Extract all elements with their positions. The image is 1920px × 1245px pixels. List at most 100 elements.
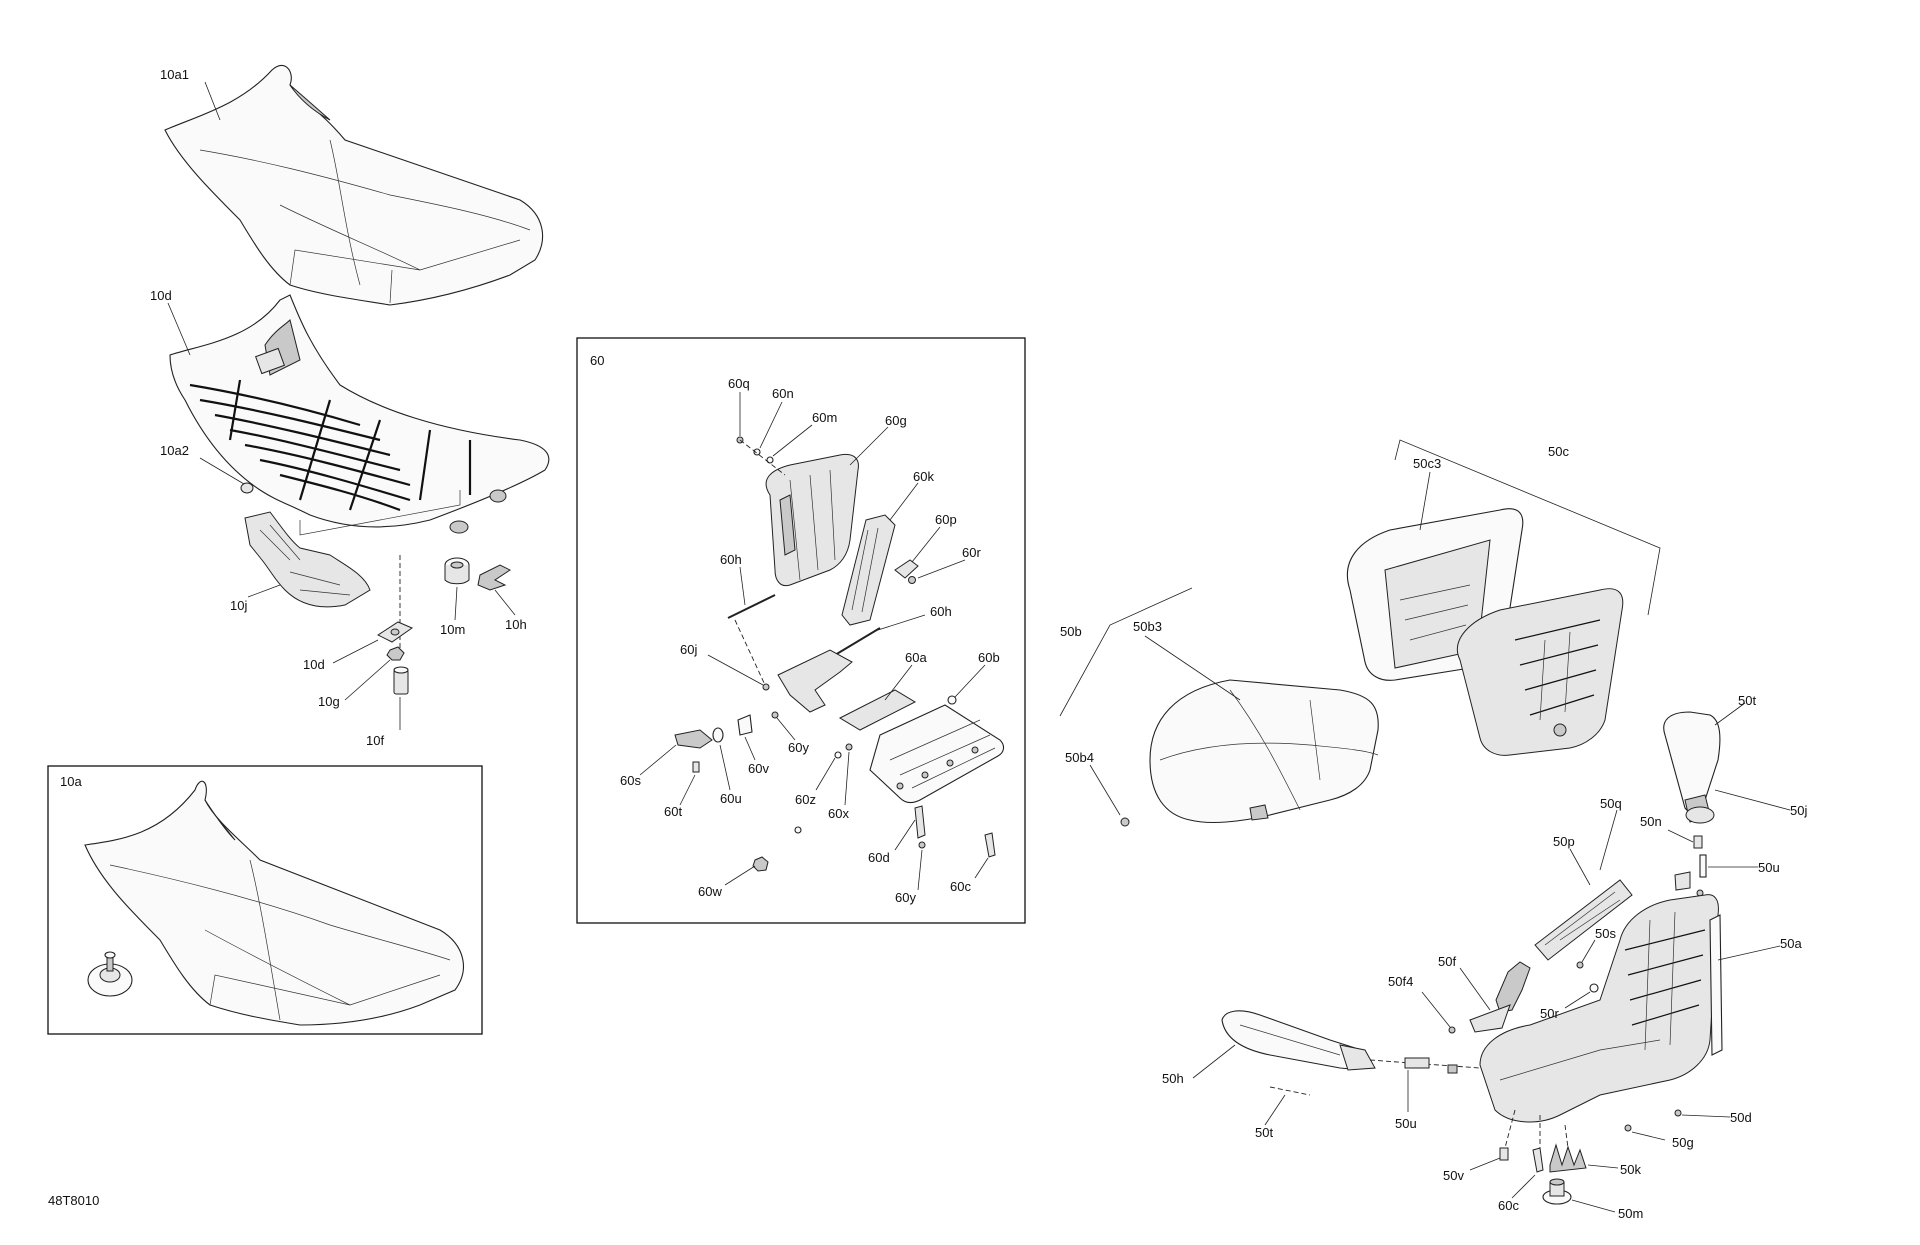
label-50h: 50h	[1162, 1071, 1184, 1086]
screw-60c	[984, 832, 996, 858]
label-60y-upper: 60y	[788, 740, 809, 755]
label-50b3: 50b3	[1133, 619, 1162, 634]
washer-60n	[753, 448, 761, 456]
label-60u: 60u	[720, 791, 742, 806]
handle-50t	[1663, 711, 1721, 824]
box-60-title: 60	[590, 353, 604, 368]
clip-60p	[894, 559, 919, 579]
screw-50d	[1674, 1109, 1682, 1117]
washer-60u	[712, 727, 724, 743]
seat-cover-10a1	[164, 64, 543, 306]
bracket-upper	[777, 649, 853, 713]
washer-60m	[766, 456, 774, 464]
box-10a	[47, 765, 483, 1035]
label-50f: 50f	[1438, 954, 1456, 969]
nut-60r	[908, 576, 916, 584]
label-10g: 10g	[318, 694, 340, 709]
label-50n: 50n	[1640, 814, 1662, 829]
rod-60h-lower	[834, 627, 881, 656]
label-60w: 60w	[698, 884, 722, 899]
label-10d-bottom: 10d	[303, 657, 325, 672]
screw-50s	[1576, 961, 1584, 969]
knob-10a	[87, 951, 133, 997]
seat-base-10d	[169, 294, 550, 536]
nut-60w	[752, 856, 769, 872]
screw-50g	[1624, 1124, 1632, 1132]
nut-60y-upper	[771, 711, 779, 719]
label-50b: 50b	[1060, 624, 1082, 639]
bumper-50m	[1542, 1178, 1572, 1205]
seat-assembly-10a	[84, 780, 464, 1026]
label-60j: 60j	[680, 642, 697, 657]
label-60g: 60g	[885, 413, 907, 428]
bumper-10m	[444, 557, 470, 585]
label-10j: 10j	[230, 598, 247, 613]
label-60n: 60n	[772, 386, 794, 401]
bumper-set-50k	[1549, 1143, 1587, 1173]
label-50v: 50v	[1443, 1168, 1464, 1183]
spacer-50u	[1699, 854, 1707, 878]
backrest-frame-50c	[1456, 588, 1624, 756]
latch-10h	[477, 564, 511, 591]
label-50a: 50a	[1780, 936, 1802, 951]
label-60c: 60c	[950, 879, 971, 894]
lever-60s	[674, 729, 713, 749]
label-50j: 50j	[1790, 803, 1807, 818]
label-60h-lower: 60h	[930, 604, 952, 619]
label-60d: 60d	[868, 850, 890, 865]
label-60t: 60t	[664, 804, 682, 819]
lever-50f	[1469, 961, 1531, 1033]
label-10a1: 10a1	[160, 67, 189, 82]
label-50m: 50m	[1618, 1206, 1643, 1221]
label-50q: 50q	[1600, 796, 1622, 811]
document-code: 48T8010	[48, 1193, 99, 1208]
cam-60v	[737, 714, 753, 736]
label-10f: 10f	[366, 733, 384, 748]
label-10d-top: 10d	[150, 288, 172, 303]
label-50k: 50k	[1620, 1162, 1641, 1177]
slide-rail-60k	[841, 514, 896, 626]
label-60q: 60q	[728, 376, 750, 391]
label-50r: 50r	[1540, 1006, 1559, 1021]
label-50d: 50d	[1730, 1110, 1752, 1125]
label-50c: 50c	[1548, 444, 1569, 459]
label-10a2: 10a2	[160, 443, 189, 458]
box-10a-title: 10a	[60, 774, 82, 789]
label-60r: 60r	[962, 545, 981, 560]
label-50g: 50g	[1672, 1135, 1694, 1150]
label-50c3: 50c3	[1413, 456, 1441, 471]
label-10m: 10m	[440, 622, 465, 637]
label-60c-lower: 60c	[1498, 1198, 1519, 1213]
rod-60h-upper	[727, 594, 776, 619]
collar-50u	[1447, 1064, 1458, 1074]
clip-50n-lower	[1674, 871, 1691, 891]
label-60z: 60z	[795, 792, 816, 807]
label-60k: 60k	[913, 469, 934, 484]
clip-50b4	[1120, 817, 1130, 827]
label-50b4: 50b4	[1065, 750, 1094, 765]
heat-shield-10j	[244, 511, 371, 608]
label-60v: 60v	[748, 761, 769, 776]
spacer-10f	[393, 666, 409, 695]
nut-50r	[1589, 983, 1599, 993]
clip-10a2	[240, 482, 254, 494]
label-60b: 60b	[978, 650, 1000, 665]
plate-10d	[376, 621, 414, 643]
seat-cushion-50b3	[1149, 679, 1379, 823]
label-60y-lower: 60y	[895, 890, 916, 905]
label-50p: 50p	[1553, 834, 1575, 849]
label-10h: 10h	[505, 617, 527, 632]
pin-60j	[762, 683, 770, 691]
nut-small	[794, 826, 802, 834]
bolt-50v	[1499, 1147, 1509, 1161]
label-60m: 60m	[812, 410, 837, 425]
nut-60y-lower	[918, 841, 926, 849]
nut-10g	[386, 646, 405, 661]
label-50s: 50s	[1595, 926, 1616, 941]
seat-base-50a	[1479, 894, 1723, 1123]
panel-50p	[1534, 879, 1633, 961]
label-60s: 60s	[620, 773, 641, 788]
label-50u-upper: 50u	[1758, 860, 1780, 875]
screw-60x	[845, 743, 853, 751]
